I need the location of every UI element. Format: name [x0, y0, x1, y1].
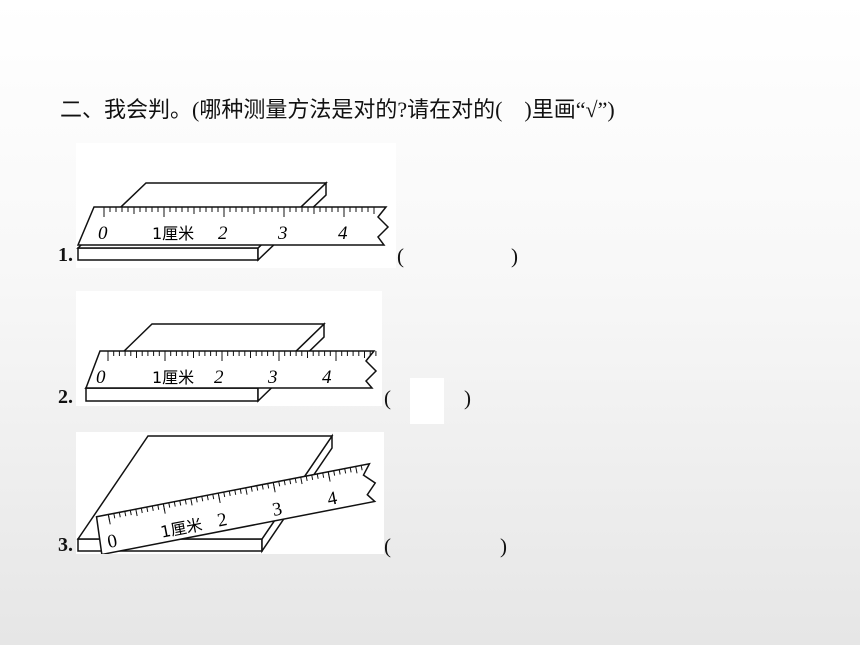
- question-1-number: 1.: [58, 244, 73, 266]
- ruler-minor-tick: [217, 493, 221, 501]
- ruler-minor-tick: [162, 503, 166, 511]
- ruler-label-4: 4: [338, 223, 348, 244]
- ruler-minor-tick: [267, 483, 270, 489]
- ruler-minor-tick: [316, 473, 319, 479]
- ruler: 0 1厘米 2 3 4: [95, 462, 377, 554]
- ruler-minor-tick: [256, 485, 259, 491]
- ruler-label-4: 4: [326, 488, 340, 511]
- ruler-minor-tick: [261, 484, 264, 490]
- ruler-minor-tick: [360, 465, 363, 471]
- ruler-minor-tick: [355, 466, 358, 474]
- ruler-minor-tick: [300, 477, 303, 485]
- ruler-minor-tick: [135, 509, 138, 517]
- ruler-minor-tick: [289, 479, 292, 485]
- ruler-minor-tick: [195, 497, 198, 503]
- answer-close-paren: ): [464, 386, 471, 410]
- answer-open-paren: (: [384, 534, 391, 558]
- question-1-figure: 0 1厘米 2 3 4: [76, 143, 396, 268]
- ruler-label-2: 2: [214, 367, 224, 388]
- ruler-minor-tick: [305, 475, 308, 482]
- ruler: 0 1厘米 2 3 4: [84, 350, 378, 389]
- ruler-minor-tick: [157, 504, 160, 510]
- ruler-minor-tick: [206, 495, 209, 501]
- answer-input-box[interactable]: [410, 378, 444, 424]
- ruler-minor-tick: [250, 486, 253, 492]
- section-title-instruction: (哪种测量方法是对的?请在对的( )里画“√”): [192, 97, 615, 122]
- ruler-label-2: 2: [216, 509, 229, 531]
- ruler-minor-tick: [228, 490, 231, 496]
- ruler-label-0: 0: [98, 223, 108, 244]
- ruler-minor-tick: [349, 467, 352, 473]
- answer-open-paren: (: [397, 244, 404, 268]
- ruler-minor-tick: [129, 510, 132, 516]
- ruler-minor-tick: [278, 481, 281, 487]
- ruler-minor-tick: [107, 514, 111, 522]
- question-2-number: 2.: [58, 386, 73, 408]
- ruler-minor-tick: [190, 498, 193, 506]
- ruler-minor-tick: [118, 512, 121, 518]
- answer-close-paren: ): [500, 534, 507, 558]
- ruler-minor-tick: [146, 506, 149, 513]
- ruler-minor-tick: [184, 499, 187, 505]
- ruler-minor-tick: [338, 469, 341, 475]
- ruler-minor-tick: [223, 491, 226, 498]
- ruler-minor-tick: [124, 511, 127, 517]
- ruler-minor-tick: [113, 513, 116, 519]
- ruler-minor-tick: [140, 507, 143, 514]
- ruler-minor-tick: [283, 480, 286, 486]
- question-3-answer[interactable]: ( ): [384, 534, 509, 560]
- ruler-minor-tick: [234, 489, 237, 495]
- ruler-label-1cm: 1厘米: [152, 224, 194, 243]
- section-title: 二、我会判。(哪种测量方法是对的?请在对的( )里画“√”): [60, 92, 615, 124]
- question-1-answer[interactable]: ( ): [397, 244, 522, 270]
- question-2-answer[interactable]: ( ): [384, 378, 509, 424]
- ruler-label-3: 3: [267, 367, 278, 388]
- ruler-minor-tick: [311, 474, 314, 480]
- ruler-minor-tick: [179, 500, 182, 506]
- question-3-number: 3.: [58, 534, 73, 556]
- ruler-minor-tick: [327, 471, 331, 479]
- ruler: 0 1厘米 2 3 4: [76, 206, 390, 246]
- ruler-label-0: 0: [96, 367, 106, 388]
- ruler-minor-tick: [344, 468, 347, 474]
- ruler-minor-tick: [322, 472, 325, 478]
- answer-close-paren: ): [511, 244, 518, 268]
- ruler-minor-tick: [239, 488, 242, 494]
- ruler-label-0: 0: [106, 531, 119, 553]
- ruler-label-3: 3: [277, 223, 288, 244]
- ruler-label-4: 4: [322, 367, 332, 388]
- ruler-minor-tick: [201, 496, 204, 502]
- ruler-label-1cm: 1厘米: [152, 368, 194, 387]
- question-2-figure: 0 1厘米 2 3 4: [76, 291, 382, 406]
- answer-open-paren: (: [384, 386, 391, 410]
- ruler-minor-tick: [173, 501, 176, 507]
- ruler-minor-tick: [168, 502, 171, 508]
- ruler-minor-tick: [272, 482, 276, 490]
- ruler-minor-tick: [294, 478, 297, 484]
- ruler-minor-tick: [245, 487, 248, 495]
- section-title-prefix: 二、我会判。: [60, 98, 193, 123]
- ruler-label-2: 2: [218, 223, 228, 244]
- ruler-minor-tick: [151, 505, 154, 511]
- question-3-figure: 0 1厘米 2 3 4: [76, 432, 384, 554]
- ruler-label-3: 3: [271, 498, 284, 520]
- ruler-minor-tick: [333, 470, 336, 476]
- ruler-minor-tick: [212, 494, 215, 500]
